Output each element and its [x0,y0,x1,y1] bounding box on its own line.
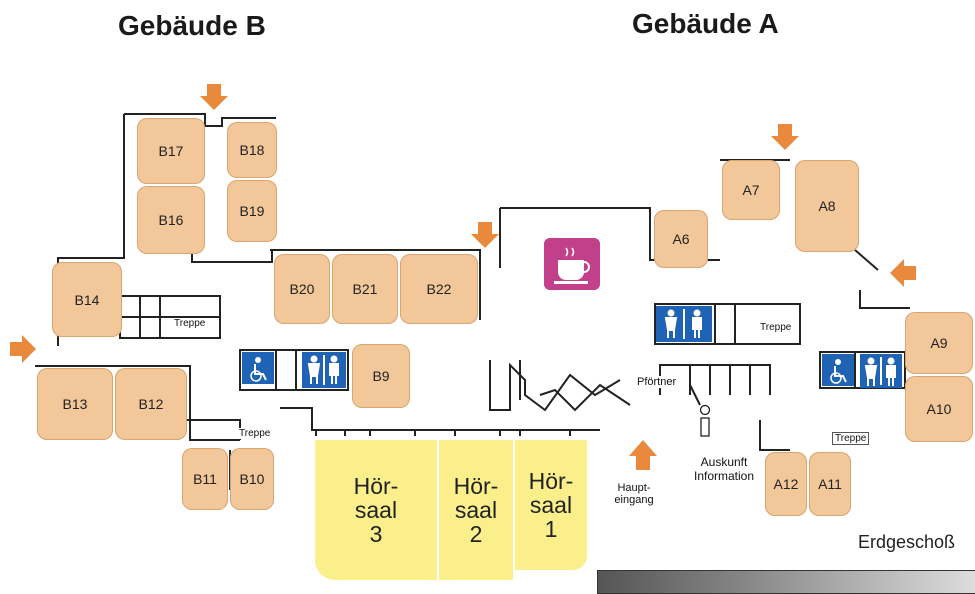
room-a9: A9 [905,312,973,374]
lecture-hall-3-line1: Hör- [353,473,399,499]
wheelchair-toilet-icon [822,354,854,386]
room-b17-label: B17 [158,143,184,159]
room-a7: A7 [722,160,780,220]
room-b9-label: B9 [372,368,390,384]
toilet-icon [860,354,902,388]
toilet-icon [302,352,346,388]
lecture-hall-2-line1: Hör- [453,473,499,499]
main-entrance-label: Haupt- eingang [606,482,662,506]
lecture-hall-1-line3: 1 [544,516,558,542]
room-b12: B12 [115,368,187,440]
room-b20: B20 [274,254,330,324]
porter-label: Pförtner [635,376,679,388]
building-b-title: Gebäude B [118,10,266,41]
lecture-hall-3: Hör- saal 3 [315,440,437,580]
room-a7-label: A7 [742,182,760,198]
cafe-icon [544,238,600,290]
room-b12-label: B12 [138,396,164,412]
info-icon [699,404,711,437]
room-b18: B18 [227,122,277,178]
room-a12-label: A12 [773,476,799,492]
room-a10: A10 [905,376,973,442]
lecture-hall-2-line2: saal [454,497,498,523]
room-b19: B19 [227,180,277,242]
room-b21-label: B21 [352,281,378,297]
room-b14: B14 [52,262,122,337]
room-b10-label: B10 [239,471,265,487]
room-b18-label: B18 [239,142,265,158]
stairs-label-b-lower: Treppe [237,428,273,439]
room-b9: B9 [352,344,410,408]
room-a12: A12 [765,452,807,516]
lecture-hall-2: Hör- saal 2 [439,440,513,580]
floor-label: Erdgeschoß [858,532,956,552]
room-b19-label: B19 [239,203,265,219]
photo-thumbnail [597,570,975,594]
room-b22: B22 [400,254,478,324]
room-a10-label: A10 [926,401,952,417]
room-a8: A8 [795,160,859,252]
room-a11-label: A11 [818,476,842,492]
room-a9-label: A9 [930,335,948,351]
lecture-hall-1-line1: Hör- [528,468,574,494]
room-a11: A11 [809,452,851,516]
lecture-hall-3-line2: saal [354,497,398,523]
info-label-line1: Auskunft [700,455,748,469]
main-entrance-line1: Haupt- [617,482,651,494]
room-b14-label: B14 [74,291,100,308]
wheelchair-toilet-icon [242,352,274,384]
lecture-hall-3-line3: 3 [369,521,383,547]
room-b10: B10 [230,448,274,510]
room-a6: A6 [654,210,708,268]
room-b11: B11 [182,448,228,510]
toilet-icon [656,306,712,342]
info-label: Auskunft Information [686,455,762,483]
room-b11-label: B11 [193,471,217,487]
stairs-label-a-lower: Treppe [832,432,870,445]
room-b16-label: B16 [158,212,184,228]
room-b13: B13 [37,368,113,440]
room-b17: B17 [137,118,205,184]
room-b16: B16 [137,186,205,254]
stairs-label-b-upper: Treppe [172,318,208,329]
room-b13-label: B13 [62,396,88,412]
info-label-line2: Information [693,469,755,483]
room-a8-label: A8 [818,198,836,214]
lecture-hall-1-line2: saal [529,492,573,518]
room-b22-label: B22 [426,281,452,297]
main-entrance-line2: eingang [614,494,654,506]
lecture-hall-1: Hör- saal 1 [515,440,587,570]
room-a6-label: A6 [672,231,690,247]
lecture-hall-2-line3: 2 [469,521,483,547]
stairs-label-a-upper: Treppe [758,322,794,333]
room-b21: B21 [332,254,398,324]
building-a-title: Gebäude A [632,8,779,39]
room-b20-label: B20 [289,281,315,297]
